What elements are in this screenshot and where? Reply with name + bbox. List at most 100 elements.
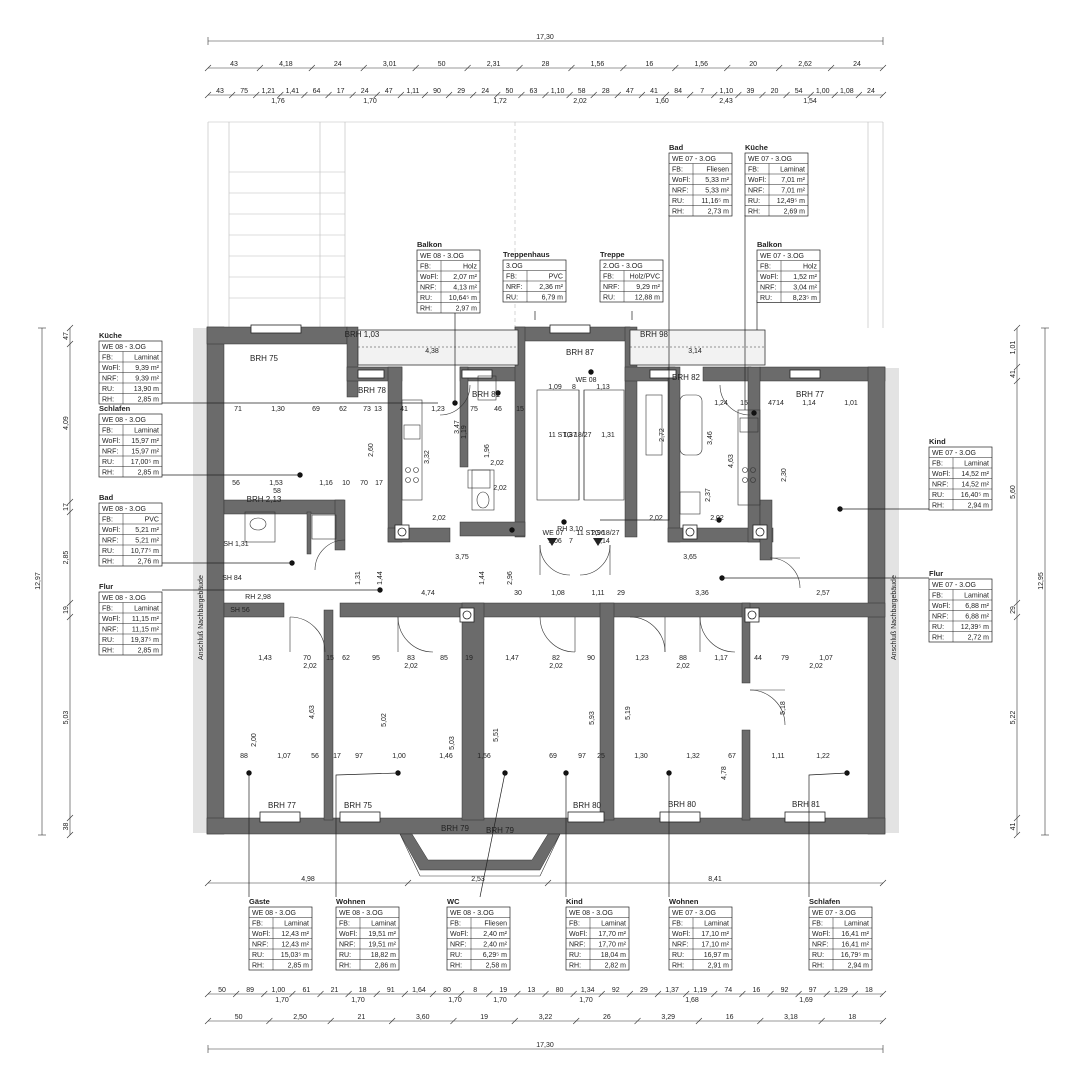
interior-dim-label: 1,43 xyxy=(258,655,272,662)
dim-tick xyxy=(566,91,573,99)
interior-dim-label: 95 xyxy=(372,655,380,662)
dim-label: 92 xyxy=(781,987,789,994)
room-box-key: FB: xyxy=(672,167,683,174)
dim-label: 64 xyxy=(313,88,321,95)
dim-label: 29 xyxy=(640,987,648,994)
dim-label: 1,37 xyxy=(665,987,679,994)
dim-label: 17 xyxy=(63,503,70,511)
room-box-key: NRF: xyxy=(102,376,118,383)
room-box-key: RU: xyxy=(569,952,581,959)
interior-dim-label: 1,44 xyxy=(377,571,384,585)
room-box-key: RU: xyxy=(102,386,114,393)
room-box-value: 19,37⁵ m xyxy=(131,637,159,644)
dim-tick xyxy=(572,1017,580,1025)
room-box-key: RU: xyxy=(102,548,114,555)
room-box-key: WoFl: xyxy=(672,931,690,938)
dim-label: 24 xyxy=(361,88,369,95)
room-box-value: 3,04 m² xyxy=(793,285,817,292)
dim-sub-label: 1,70 xyxy=(579,997,593,1004)
dim-sub-label: 1,70 xyxy=(363,98,377,105)
dim-sub-label: 1,60 xyxy=(655,98,669,105)
interior-dim-label: 70 xyxy=(303,655,311,662)
dim-tick xyxy=(757,1017,764,1025)
interior-dim-label: 2,02 xyxy=(710,515,724,522)
sill-height-label: BRH 75 xyxy=(344,801,373,810)
dim-tick xyxy=(1013,599,1021,607)
interior-dim-label: 1,37 xyxy=(563,432,577,439)
interior-dim-label: 1,23 xyxy=(431,406,445,413)
interior-dim-label: 73 xyxy=(363,406,371,413)
room-box-value: 11,16⁵ m xyxy=(701,198,729,205)
dim-sub-label: 1,70 xyxy=(275,997,289,1004)
interior-dim-label: 62 xyxy=(339,406,347,413)
room-box-title: Schlafen xyxy=(99,404,131,413)
dim-sub-label: 2,02 xyxy=(573,98,587,105)
room-box-title: Bad xyxy=(669,143,684,152)
interior-dim-label: 1,23 xyxy=(635,655,649,662)
interior-dim-label: WE 08 xyxy=(575,377,596,384)
interior-dim-label: 29 xyxy=(617,590,625,597)
interior-dim-label: 1,07 xyxy=(277,753,291,760)
dim-tick xyxy=(1013,377,1021,385)
room-box-key: FB: xyxy=(420,264,431,271)
top-total-dim: 17,30 xyxy=(536,34,554,41)
room-box-key: NRF: xyxy=(760,285,776,292)
dim-label: 97 xyxy=(809,987,817,994)
sill-height-label: BRH 2,13 xyxy=(247,495,282,504)
dim-tick xyxy=(401,990,409,998)
interior-dim-label: 2,02 xyxy=(549,663,563,670)
room-dot xyxy=(561,519,567,525)
interior-dim-label: 4,74 xyxy=(421,590,435,597)
interior-dim-label: 4,38 xyxy=(425,348,439,355)
room-box-unit: WE 07 - 3.OG xyxy=(760,253,804,260)
interior-dim-label: 90 xyxy=(587,655,595,662)
room-box-value: 16,40⁵ m xyxy=(961,492,989,499)
dim-label: 39 xyxy=(747,88,755,95)
interior-dim-label: 1,53 xyxy=(269,480,283,487)
dim-label: 91 xyxy=(387,987,395,994)
room-box-unit: WE 08 - 3.OG xyxy=(102,506,146,513)
interior-dim-label: 1,13 xyxy=(596,384,610,391)
dim-label: 28 xyxy=(602,88,610,95)
dim-tick xyxy=(289,990,296,998)
room-box-key: NRF: xyxy=(672,942,688,949)
dim-label: 1,21 xyxy=(261,88,275,95)
room-box-unit: 3.OG xyxy=(506,263,523,270)
room-box-title: Balkon xyxy=(757,240,782,249)
room-box-key: WoFl: xyxy=(748,177,766,184)
dim-tick xyxy=(373,91,380,99)
dim-tick xyxy=(1013,814,1021,822)
interior-dim-label: 1,01 xyxy=(844,400,858,407)
dim-tick xyxy=(66,508,74,516)
dim-label: 24 xyxy=(853,61,861,68)
room-box-value: 2,82 m xyxy=(605,963,627,970)
dim-label: 20 xyxy=(749,61,757,68)
dim-label: 1,01 xyxy=(1010,341,1017,355)
dim-label: 63 xyxy=(530,88,538,95)
dim-tick xyxy=(464,64,471,72)
dim-tick xyxy=(360,64,367,72)
dim-tick xyxy=(317,990,324,998)
room-box-value: 2,07 m² xyxy=(453,274,477,281)
room-box-value: 10,64⁵ m xyxy=(449,295,477,302)
interior-dim-label: 1,30 xyxy=(271,406,285,413)
dim-label: 1,56 xyxy=(591,61,605,68)
dim-label: 2,31 xyxy=(487,61,501,68)
dim-sub-label: 1,72 xyxy=(493,98,507,105)
leader-line xyxy=(479,772,506,898)
room-box-value: 6,88 m² xyxy=(965,603,989,610)
room-box-key: WoFl: xyxy=(102,365,120,372)
room-box-value: 5,33 m² xyxy=(705,177,729,184)
interior-dim-label: 4,63 xyxy=(728,454,735,468)
dim-tick xyxy=(388,1017,396,1025)
dim-tick xyxy=(711,91,718,99)
dim-label: 50 xyxy=(235,1014,243,1021)
dim-tick xyxy=(266,1017,273,1025)
room-box-key: RH: xyxy=(672,963,684,970)
room-box-key: RU: xyxy=(102,637,114,644)
